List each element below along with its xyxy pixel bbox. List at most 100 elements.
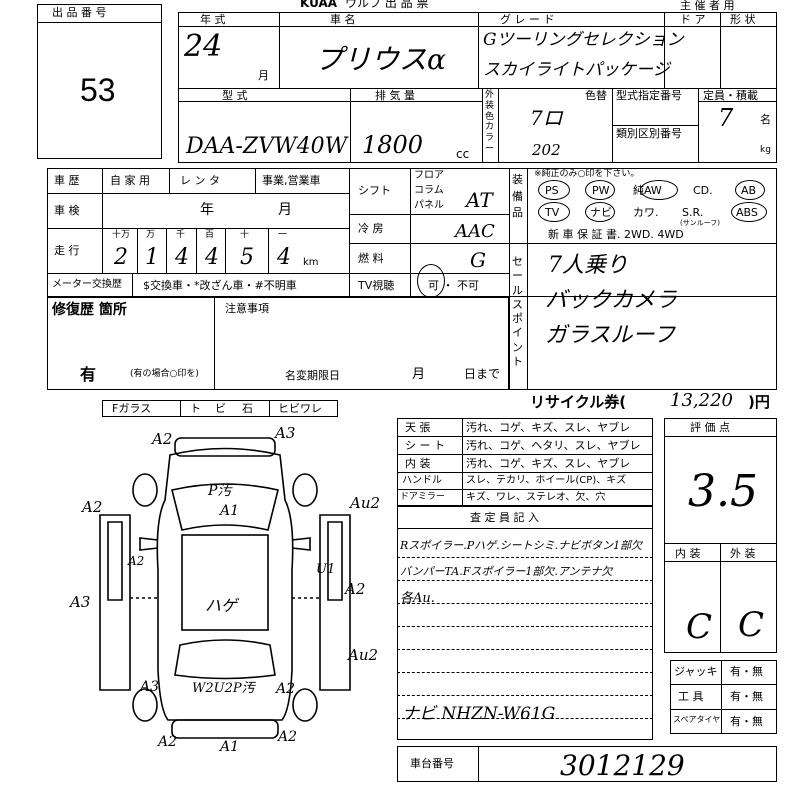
abs-circle [731, 202, 767, 222]
form-title: ウルフ 出 品 票 [345, 0, 429, 10]
lot-number-label: 出 品 番 号 [52, 6, 107, 19]
mark-a2-rear-right: A2 [276, 681, 296, 697]
sales-point-line-3: ガラスルーフ [545, 323, 676, 348]
capacity-unit: 名 [760, 113, 771, 126]
exterior-color-label: 外装色カラー [485, 90, 495, 154]
glass-to-label: ト [190, 402, 201, 415]
navi-circle [585, 202, 615, 222]
mark-au2-right: Au2 [350, 494, 381, 512]
model-type-label: 型 式 [222, 89, 248, 102]
displacement-label: 排 気 量 [375, 89, 415, 102]
ps-circle [538, 180, 570, 200]
mirror-label: ドアミラー [400, 492, 445, 502]
mileage-digit-1: 2 [114, 245, 128, 270]
spare-tire-value: 有・無 [730, 715, 763, 728]
recycle-label: リサイクル券( [530, 393, 627, 411]
model-type-value: DAA-ZVW40W [186, 134, 348, 159]
mileage-label: 走 行 [54, 244, 80, 257]
equip-leather: カワ. [633, 206, 659, 219]
mark-hage-roof: ハゲ [205, 596, 238, 615]
steering-options: スレ、テカリ、ホイール(CP)、キズ [466, 475, 627, 486]
name-change-day: 日まで [464, 367, 501, 381]
ac-label: 冷 房 [358, 222, 384, 235]
windshield [171, 483, 279, 531]
year-label: 年 式 [200, 13, 226, 26]
month-unit: 月 [258, 69, 269, 82]
meter-change-options: $交換車・*改ざん車・#不明車 [143, 279, 297, 292]
shift-label: シフト [358, 184, 391, 197]
sales-point-label: セールスポイント [512, 255, 523, 369]
glass-f-label: Fガラス [112, 402, 152, 415]
notes-label: 注意事項 [225, 302, 269, 315]
navi-model: ナビ NHZN-W61G [402, 704, 556, 724]
mark-a1-hood: A1 [220, 503, 240, 519]
history-grid [47, 168, 777, 297]
glass-bar [102, 400, 338, 417]
ac-value: AAC [455, 221, 495, 242]
equip-cd: CD. [693, 184, 713, 197]
inspection-month: 月 [278, 202, 292, 218]
mark-a3-top: A3 [275, 424, 296, 442]
rear-window [174, 639, 276, 680]
mileage-digit-2: 1 [145, 245, 159, 270]
seat-label: シ ー ト [405, 439, 445, 452]
sunroof-note: (サンルーフ) [680, 219, 721, 227]
fuel-label: 燃 料 [358, 252, 384, 265]
headliner-options: 汚れ、コゲ、キズ、スレ、ヤブレ [466, 421, 631, 434]
mileage-digit-6: 4 [277, 245, 291, 270]
digit-header-100: 百 [205, 230, 215, 240]
sales-point-line-2: バックカメラ [545, 288, 678, 313]
left-side-panel [99, 514, 131, 691]
mark-a3-rear-left: A3 [140, 679, 160, 695]
lot-number-value: 53 [80, 72, 116, 108]
digit-header-1: 一 [278, 230, 288, 240]
digit-header-10k: 万 [146, 230, 156, 240]
grade-line2: スカイライトパッケージ [483, 60, 670, 80]
type-designation-label: 型式指定番号 [616, 89, 682, 102]
recycle-unit: )円 [748, 393, 770, 411]
wheel-rl [132, 688, 158, 722]
auction-label: KUAA [300, 0, 338, 10]
mileage-digit-4: 4 [205, 245, 219, 270]
warranty-row: 新 車 保 証 書. 2WD. 4WD [548, 228, 684, 241]
vehicle-info-grid [178, 12, 777, 163]
front-bumper [174, 437, 276, 457]
rear-bumper [171, 719, 279, 739]
tools-value: 有・無 [730, 690, 763, 703]
inspector-line-2: バンパーTA.Fスポイラー1部欠.アンテナ欠 [400, 565, 613, 578]
headliner-label: 天 張 [405, 421, 431, 434]
chassis-value: 3012129 [560, 749, 685, 782]
exterior-score-value: C [738, 605, 765, 645]
chassis-box [397, 746, 777, 782]
steering-label: ハンドル [402, 475, 442, 486]
car-name-label: 車 名 [330, 13, 356, 26]
digit-header-10: 十 [240, 230, 250, 240]
mileage-digit-3: 4 [175, 245, 189, 270]
glass-bi-label: ビ [215, 402, 226, 415]
class-number-label: 類別区別番号 [616, 127, 682, 140]
displacement-unit: cc [456, 147, 470, 161]
wheel-fr [292, 473, 318, 507]
mark-a2-top-left: A2 [152, 430, 173, 448]
interior-label: 内 装 [405, 457, 431, 470]
interior-score-value: C [686, 607, 713, 647]
mark-a2-bottom-left: A2 [158, 734, 178, 750]
sales-point-box [509, 243, 777, 390]
lot-number-box [37, 4, 162, 159]
right-side-panel [319, 514, 351, 691]
history-commercial: 事業,営業車 [262, 174, 321, 187]
mark-a2-left: A2 [82, 498, 103, 516]
inspection-label: 車 検 [54, 204, 80, 217]
repair-note: (有の場合○印を) [130, 369, 199, 379]
recycle-value: 13,220 [670, 390, 733, 411]
displacement-value: 1800 [362, 131, 424, 159]
tv-options: 可 ・ 不可 [428, 279, 479, 292]
inspector-label: 査 定 員 記 入 [470, 511, 539, 524]
tools-label: 工 具 [678, 690, 704, 703]
wheel-rr [292, 688, 318, 722]
repair-box [47, 297, 509, 390]
interior-score-label: 内 装 [675, 547, 701, 560]
equipment-label: 装備品 [512, 173, 523, 219]
capacity-value: 7 [718, 104, 734, 132]
tv-equip-circle [538, 202, 570, 222]
